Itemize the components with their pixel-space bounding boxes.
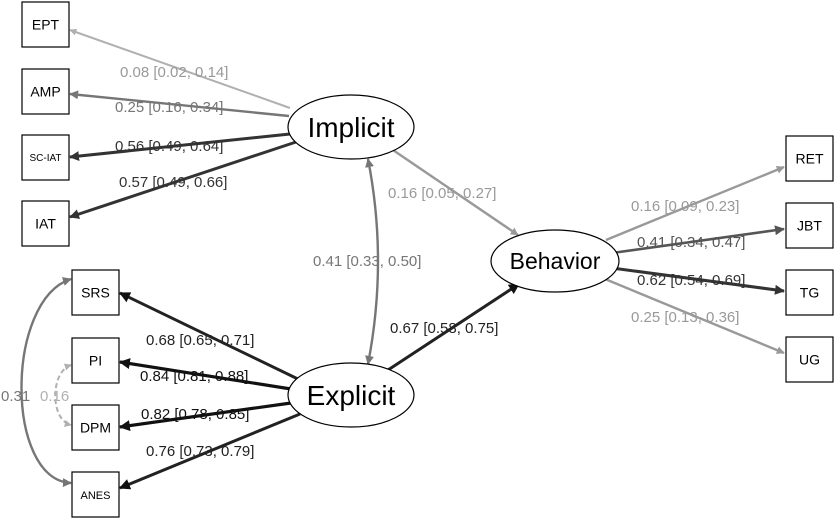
label-srs-anes-covariance: 0.31	[1, 388, 30, 405]
indicator-jbt-label: JBT	[797, 218, 822, 234]
indicator-anes-label: ANES	[81, 490, 111, 502]
edge-implicit-sciat	[69, 132, 291, 162]
label-srs: 0.68 [0.65, 0.71]	[146, 332, 254, 349]
edge-explicit-srs	[119, 291, 301, 382]
label-tg: 0.62 [0.54, 0.69]	[637, 272, 745, 289]
indicator-pi-label: PI	[89, 353, 102, 369]
latent-behavior: Behavior	[490, 229, 620, 293]
edge-behavior-tg	[611, 266, 785, 295]
edge-implicit-explicit-covariance	[365, 158, 380, 365]
label-pi: 0.84 [0.81, 0.88]	[140, 368, 248, 385]
indicator-iat-label: IAT	[35, 216, 56, 232]
label-sciat: 0.56 [0.49, 0.64]	[115, 138, 223, 155]
label-amp: 0.25 [0.16, 0.34]	[115, 99, 223, 116]
indicator-dpm: DPM	[71, 404, 120, 451]
indicator-tg: TG	[785, 269, 834, 316]
indicator-sc-iat-label: SC-IAT	[29, 153, 61, 164]
edge-implicit-amp	[69, 90, 290, 118]
indicator-ug-label: UG	[799, 352, 820, 368]
edge-explicit-behavior	[387, 282, 520, 372]
edge-behavior-ug	[604, 277, 785, 355]
edge-srs-anes-covariance	[20, 277, 72, 488]
indicator-ret: RET	[785, 135, 834, 182]
indicator-ept-label: EPT	[32, 17, 60, 33]
latent-behavior-label: Behavior	[510, 248, 601, 274]
indicator-anes: ANES	[71, 471, 120, 518]
label-dpm: 0.82 [0.78, 0.85]	[141, 406, 249, 423]
edge-behavior-ret	[605, 165, 785, 242]
indicator-ret-label: RET	[796, 151, 824, 167]
edge-explicit-pi	[118, 358, 292, 391]
indicator-srs-label: SRS	[81, 285, 110, 301]
label-iat: 0.57 [0.49, 0.66]	[119, 174, 227, 191]
label-implicit-behavior: 0.16 [0.05, 0.27]	[388, 185, 496, 202]
indicator-tg-label: TG	[800, 285, 819, 301]
edge-implicit-behavior	[389, 147, 519, 236]
latent-explicit: Explicit	[287, 362, 415, 428]
indicator-amp-label: AMP	[30, 84, 60, 100]
label-pi-dpm-covariance: 0.16	[40, 388, 69, 405]
label-ug: 0.25 [0.13, 0.36]	[631, 309, 739, 326]
latent-explicit-label: Explicit	[307, 380, 396, 411]
indicator-srs: SRS	[71, 269, 120, 316]
edge-implicit-iat	[69, 140, 297, 219]
label-implicit-explicit: 0.41 [0.33, 0.50]	[313, 253, 421, 270]
indicator-pi: PI	[71, 337, 120, 384]
edge-explicit-dpm	[118, 401, 292, 432]
label-anes: 0.76 [0.73, 0.79]	[146, 443, 254, 460]
edge-pi-dpm-covariance	[54, 363, 72, 427]
indicator-ept: EPT	[21, 1, 70, 48]
edge-behavior-jbt	[611, 225, 785, 255]
latent-implicit-label: Implicit	[307, 112, 394, 143]
label-ret: 0.16 [0.09, 0.23]	[631, 198, 739, 215]
label-explicit-behavior: 0.67 [0.58, 0.75]	[390, 320, 498, 337]
label-jbt: 0.41 [0.34, 0.47]	[637, 234, 745, 251]
indicator-jbt: JBT	[785, 202, 834, 249]
label-ept: 0.08 [0.02, 0.14]	[120, 64, 228, 81]
edge-explicit-anes	[118, 412, 301, 490]
indicator-ug: UG	[785, 336, 834, 383]
edge-implicit-ept	[69, 28, 291, 109]
indicator-dpm-label: DPM	[80, 420, 111, 436]
latent-implicit: Implicit	[287, 94, 415, 160]
indicator-sc-iat: SC-IAT	[21, 134, 70, 181]
indicator-iat: IAT	[21, 200, 70, 247]
indicator-amp: AMP	[21, 68, 70, 115]
